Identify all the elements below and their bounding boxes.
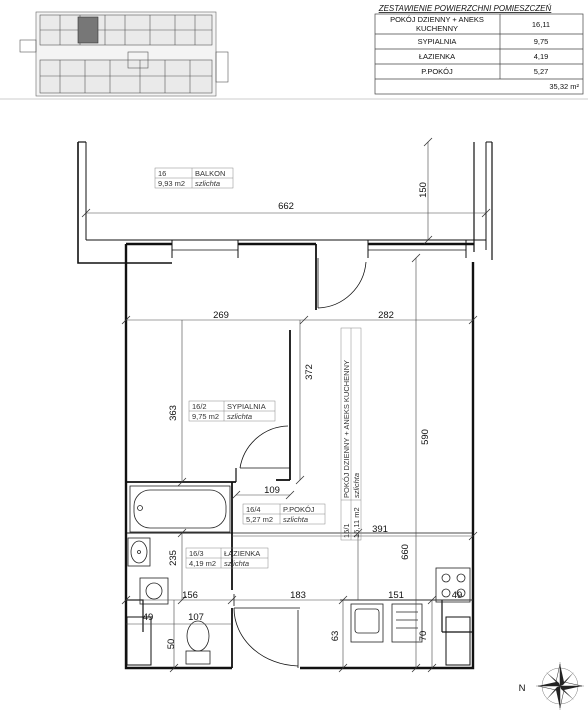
walls [77, 141, 493, 670]
washing-machine-icon [139, 577, 169, 605]
dim-bedroom-depth: 363 [168, 405, 179, 421]
dim-hall-small-bottom: 63 [330, 631, 341, 642]
compass-north-label: N [519, 683, 526, 694]
dim-living-lower-width: 391 [372, 524, 388, 535]
svg-text:16: 16 [158, 169, 166, 178]
summary-row-4-name: P.POKÓJ [421, 67, 453, 76]
dim-bedroom-wall: 372 [304, 364, 315, 380]
washbasin-icon [127, 537, 151, 567]
dim-kitchen-lower: 151 [388, 590, 404, 601]
dim-living-width: 282 [378, 310, 394, 321]
dim-bath-small-mid: 107 [188, 612, 204, 623]
dim-bath-small-bottom: 50 [166, 639, 177, 650]
dim-balcony-depth: 150 [418, 182, 429, 198]
room-label-bathroom: 16/3 ŁAZIENKA 4,19 m2 szlichta [185, 547, 269, 569]
dimension-ticks [81, 137, 491, 673]
dim-kitchen-small-right: 49 [452, 590, 463, 601]
summary-row-1-name-cont: KUCHENNY [416, 24, 458, 33]
fixtures [127, 485, 471, 665]
toilet-icon [185, 620, 211, 665]
doors [233, 258, 367, 668]
svg-text:16/1: 16/1 [342, 523, 351, 538]
summary-row-2-name: SYPIALNIA [418, 37, 457, 46]
svg-text:P.POKÓJ: P.POKÓJ [283, 505, 315, 514]
dim-kitchen-height: 660 [400, 544, 411, 560]
area-summary-table: ZESTAWIENIE POWIERZCHNI POMIESZCZEŃ POKÓ… [374, 4, 584, 95]
kitchen-sink-icon [350, 603, 423, 643]
svg-text:4,19 m2: 4,19 m2 [189, 559, 216, 568]
room-label-hall: 16/4 P.POKÓJ 5,27 m2 szlichta [242, 503, 326, 525]
svg-text:szlichta: szlichta [283, 515, 308, 524]
key-plan-thumbnail [19, 11, 229, 97]
dim-hall-width: 109 [264, 485, 280, 496]
dim-bath-depth: 235 [168, 550, 179, 566]
stove-icon [435, 567, 471, 603]
dim-living-depth: 590 [420, 429, 431, 445]
dim-kitchen-small-bottom: 70 [418, 631, 429, 642]
svg-text:ŁAZIENKA: ŁAZIENKA [224, 549, 260, 558]
summary-row-4-area: 5,27 [534, 67, 549, 76]
svg-text:SYPIALNIA: SYPIALNIA [227, 402, 266, 411]
compass-rose-icon [536, 662, 584, 710]
svg-text:16,11 m2: 16,11 m2 [352, 507, 361, 538]
summary-title: ZESTAWIENIE POWIERZCHNI POMIESZCZEŃ [378, 4, 552, 13]
svg-text:POKÓJ DZIENNY + ANEKS KUCHENNY: POKÓJ DZIENNY + ANEKS KUCHENNY [342, 360, 351, 498]
summary-row-1-area: 16,11 [532, 20, 550, 29]
svg-text:9,75 m2: 9,75 m2 [192, 412, 219, 421]
svg-text:5,27 m2: 5,27 m2 [246, 515, 273, 524]
svg-text:9,93 m2: 9,93 m2 [158, 179, 185, 188]
svg-text:szlichta: szlichta [227, 412, 252, 421]
summary-total: 35,32 m² [549, 82, 579, 91]
room-label-bedroom: 16/2 SYPIALNIA 9,75 m2 szlichta [188, 400, 276, 422]
dim-bedroom-width: 269 [213, 310, 229, 321]
svg-text:szlichta: szlichta [195, 179, 220, 188]
summary-row-1-name: POKÓJ DZIENNY + ANEKS [390, 15, 484, 24]
svg-text:szlichta: szlichta [352, 473, 361, 498]
bathtub-icon [129, 485, 231, 533]
dim-hall-lower: 183 [290, 590, 306, 601]
svg-text:BALKON: BALKON [195, 169, 225, 178]
room-label-living: 16/1 POKÓJ DZIENNY + ANEKS KUCHENNY 16,1… [340, 327, 362, 541]
dimension-lines [86, 142, 486, 668]
dim-bath-small-left: 49 [143, 612, 154, 623]
dim-balcony-width: 662 [278, 201, 294, 212]
dimension-labels: 662 150 269 282 372 363 590 109 391 660 … [143, 182, 463, 649]
svg-text:16/2: 16/2 [192, 402, 207, 411]
summary-row-3-name: ŁAZIENKA [419, 52, 455, 61]
dim-bath-width: 156 [182, 590, 198, 601]
room-label-balcony: 16 BALKON 9,93 m2 szlichta [154, 167, 234, 189]
svg-text:16/4: 16/4 [246, 505, 261, 514]
svg-text:16/3: 16/3 [189, 549, 204, 558]
summary-row-3-area: 4,19 [534, 52, 549, 61]
summary-row-2-area: 9,75 [534, 37, 549, 46]
svg-text:szlichta: szlichta [224, 559, 249, 568]
